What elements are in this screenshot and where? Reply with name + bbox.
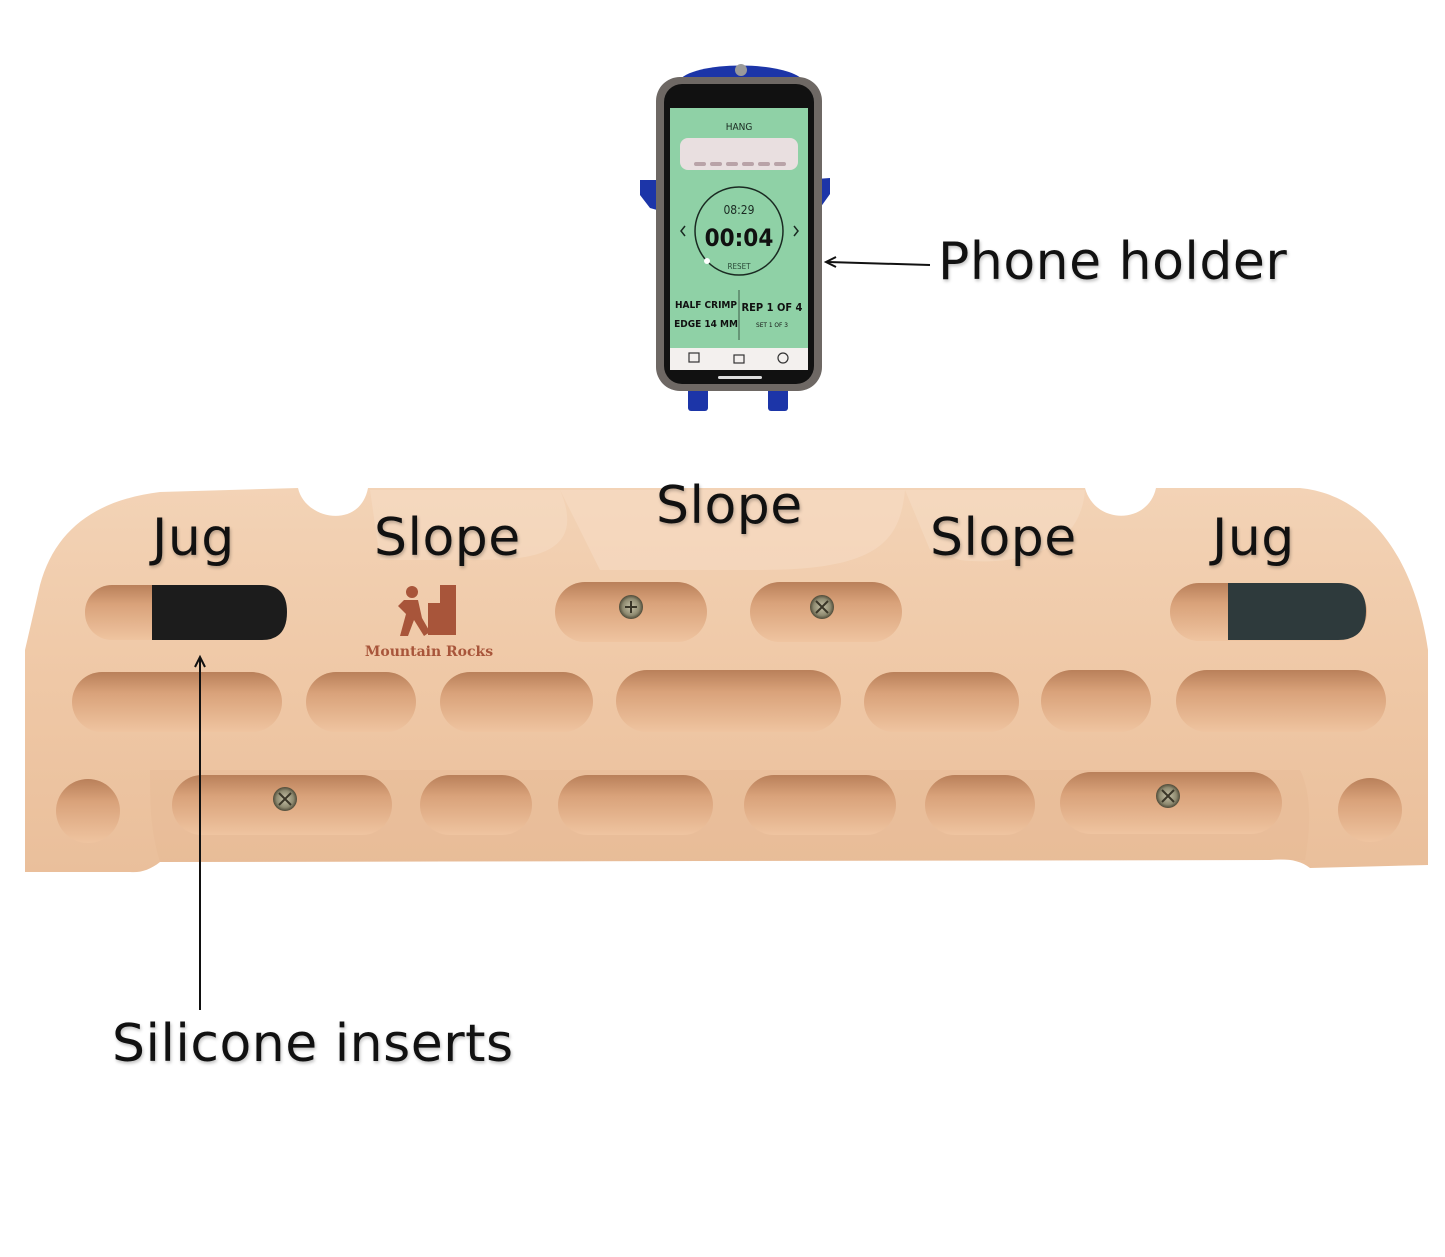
pocket [925, 775, 1035, 835]
pocket [1176, 670, 1386, 732]
lock-icon [733, 354, 745, 364]
exit-icon [688, 352, 700, 363]
screen-elapsed: 08:29 [723, 203, 754, 217]
phone-holder-label: Phone holder [938, 232, 1288, 292]
round-pocket-right [1338, 778, 1402, 842]
silicone-insert-right [1228, 583, 1366, 640]
pocket [558, 775, 713, 835]
screen-edge: EDGE 14 MM [674, 319, 738, 330]
screen-title: HANG [726, 122, 753, 133]
screen-set: SET 1 OF 3 [756, 321, 788, 329]
logo-brand-text: Mountain Rocks [365, 644, 493, 660]
mountain-rocks-logo-icon [398, 585, 456, 636]
pocket [420, 775, 532, 835]
silicone-inserts-label: Silicone inserts [112, 1014, 514, 1074]
pocket [616, 670, 841, 732]
round-pocket-left [56, 779, 120, 843]
screen-grip: HALF CRIMP [675, 300, 737, 311]
play-icon [777, 352, 789, 364]
silicone-insert-left [152, 585, 287, 640]
jug-label-left: Jug [152, 508, 235, 568]
pocket [864, 672, 1019, 732]
phone: HANG 08:29 00:04 RESET HALF CRIMP EDGE 1… [656, 77, 822, 391]
pocket [744, 775, 896, 835]
pocket [1041, 670, 1151, 732]
phone-holder-arrow [823, 256, 931, 268]
screen-reset: RESET [727, 262, 751, 271]
slope-label-center: Slope [656, 476, 803, 536]
pocket [72, 672, 282, 732]
screen-rep: REP 1 OF 4 [742, 301, 803, 314]
silicone-inserts-arrow [194, 654, 206, 1010]
slope-label-right: Slope [930, 508, 1077, 568]
jug-label-right: Jug [1212, 508, 1295, 568]
pocket [440, 672, 593, 732]
screen-timer: 00:04 [705, 224, 774, 252]
slope-label-left: Slope [374, 508, 521, 568]
pocket [306, 672, 416, 732]
